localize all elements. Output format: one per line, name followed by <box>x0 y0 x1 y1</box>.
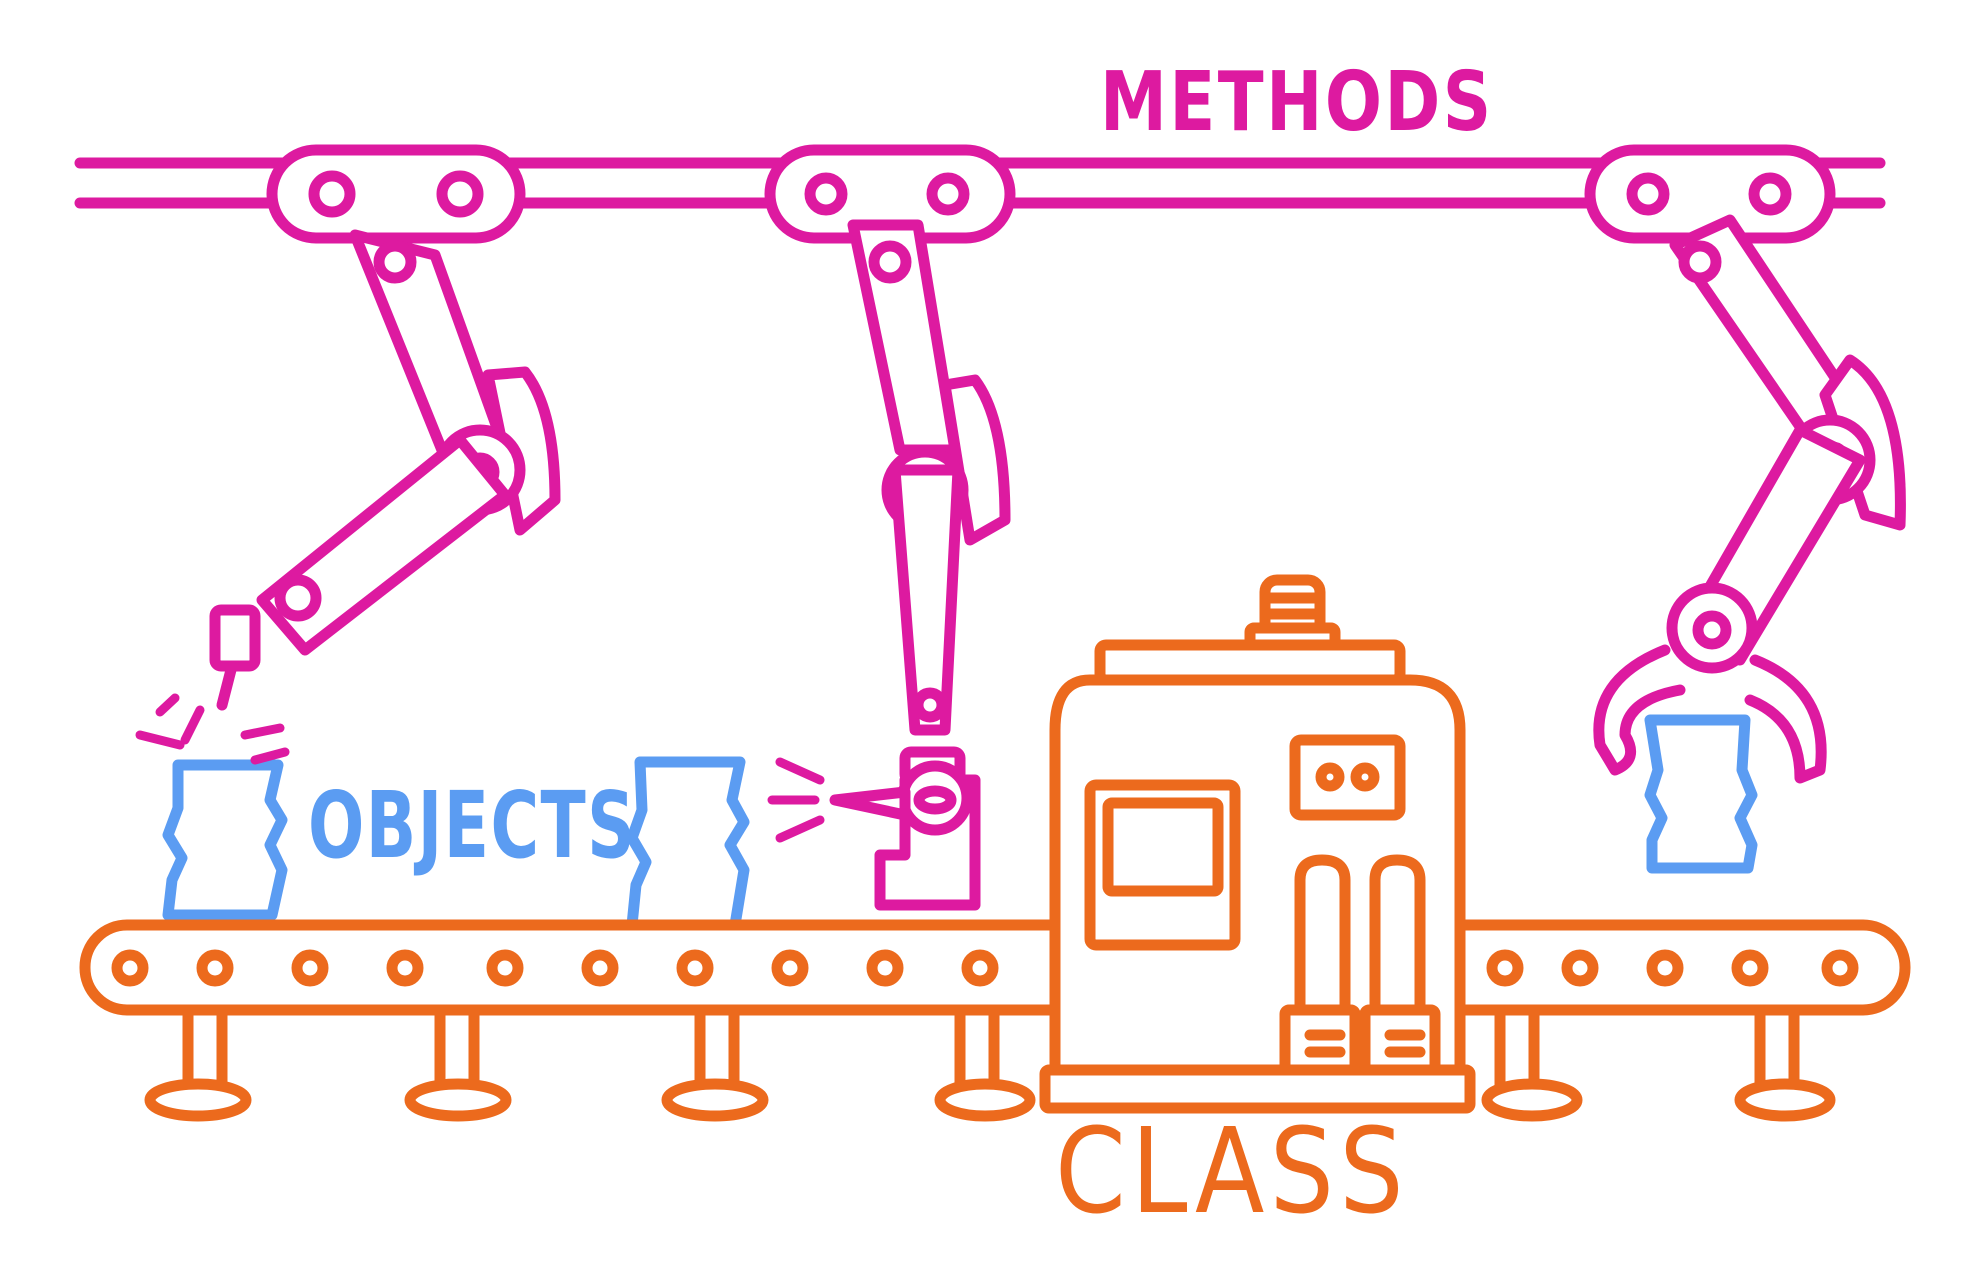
conveyor-belt <box>85 925 1905 1116</box>
robot-arm-painter <box>770 150 1010 905</box>
class-label: CLASS <box>1055 1102 1409 1240</box>
class-machine <box>1045 580 1470 1108</box>
object-box-2 <box>632 762 744 925</box>
object-box-1 <box>168 765 282 915</box>
methods-label: METHODS <box>1100 55 1494 150</box>
robot-arm-welder <box>215 150 555 705</box>
object-box-3 <box>1650 720 1752 868</box>
weld-sparks <box>140 698 285 760</box>
spray-lines <box>772 762 820 838</box>
objects-label: OBJECTS <box>308 772 637 879</box>
robot-arm-gripper <box>1590 150 1900 778</box>
